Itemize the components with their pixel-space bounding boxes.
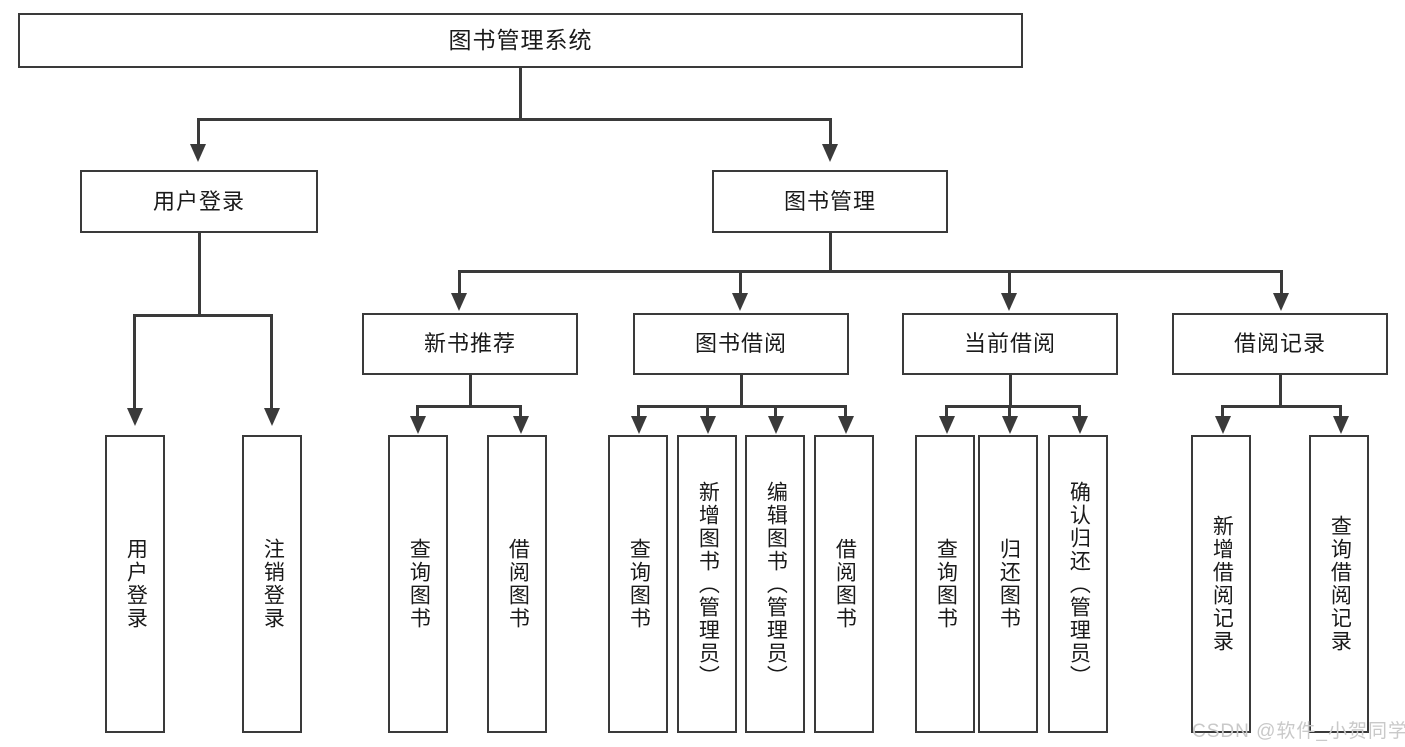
node-new-book-recommend[interactable]: 新书推荐 [362,313,578,375]
node-label: 借阅图书 [833,538,857,630]
leaf-cb-return-book[interactable]: 归还图书 [978,435,1038,733]
connector-br-drop-2 [1339,405,1342,419]
arrowhead-cb-leaf-1 [939,416,955,434]
connector-user-login-bar [133,314,270,317]
arrowhead-bb-leaf-3 [768,416,784,434]
arrowhead-nbr-leaf-2 [513,416,529,434]
connector-to-new-book-recommend [458,270,461,295]
node-label: 确认归还（管理员） [1067,480,1091,688]
leaf-user-login-logout[interactable]: 注销登录 [242,435,302,733]
leaf-bb-add-book-admin[interactable]: 新增图书（管理员） [677,435,737,733]
connector-book-borrow-stem [740,375,743,407]
node-label: 用户登录 [152,188,245,214]
arrowhead-user-login-leaf-2 [264,408,280,426]
connector-cb-drop-1 [945,405,948,419]
connector-br-drop-1 [1221,405,1224,419]
arrowhead-br-leaf-2 [1333,416,1349,434]
connector-cb-drop-3 [1078,405,1081,419]
arrowhead-nbr-leaf-1 [410,416,426,434]
node-book-borrow[interactable]: 图书借阅 [633,313,849,375]
arrowhead-cb-leaf-2 [1002,416,1018,434]
leaf-bb-query-book[interactable]: 查询图书 [608,435,668,733]
arrowhead-user-login-leaf-1 [127,408,143,426]
node-label: 归还图书 [997,538,1021,630]
node-borrow-record[interactable]: 借阅记录 [1172,313,1388,375]
leaf-cb-query-book[interactable]: 查询图书 [915,435,975,733]
connector-user-login-drop-1 [133,314,136,410]
connector-root-bar [197,118,831,121]
arrowhead-bb-leaf-2 [700,416,716,434]
leaf-user-login-login[interactable]: 用户登录 [105,435,165,733]
leaf-br-add-record[interactable]: 新增借阅记录 [1191,435,1251,733]
node-book-management[interactable]: 图书管理 [712,170,948,233]
connector-user-login-drop-2 [270,314,273,410]
connector-borrow-record-bar [1221,405,1341,408]
connector-root-to-user-login [197,118,200,146]
leaf-nbr-borrow-book[interactable]: 借阅图书 [487,435,547,733]
connector-user-login-stem [198,233,201,317]
node-label: 查询图书 [407,538,431,630]
node-label: 当前借阅 [963,331,1056,357]
arrowhead-to-new-book-recommend [451,293,467,311]
node-label: 新增借阅记录 [1210,515,1234,653]
connector-bb-drop-4 [844,405,847,419]
node-label: 编辑图书（管理员） [764,480,788,688]
node-label: 查询图书 [627,538,651,630]
arrowhead-to-user-login [190,144,206,162]
arrowhead-br-leaf-1 [1215,416,1231,434]
connector-bb-drop-3 [774,405,777,419]
node-label: 新增图书（管理员） [696,480,720,688]
connector-level3-bar [458,270,1280,273]
connector-bb-drop-1 [637,405,640,419]
node-current-borrow[interactable]: 当前借阅 [902,313,1118,375]
node-label: 借阅图书 [506,538,530,630]
node-label: 查询图书 [934,538,958,630]
connector-new-book-recommend-stem [469,375,472,407]
connector-book-borrow-bar [637,405,847,408]
node-label: 查询借阅记录 [1328,515,1352,653]
node-root-book-management-system[interactable]: 图书管理系统 [18,13,1023,68]
leaf-bb-edit-book-admin[interactable]: 编辑图书（管理员） [745,435,805,733]
leaf-nbr-query-book[interactable]: 查询图书 [388,435,448,733]
node-label: 注销登录 [261,538,285,630]
connector-current-borrow-stem [1009,375,1012,407]
connector-cb-drop-2 [1008,405,1011,419]
connector-bb-drop-2 [706,405,709,419]
connector-new-book-recommend-bar [416,405,522,408]
connector-current-borrow-bar [945,405,1078,408]
arrowhead-to-book-borrow [732,293,748,311]
connector-book-management-stem [829,233,832,273]
arrowhead-to-borrow-record [1273,293,1289,311]
node-label: 借阅记录 [1233,331,1326,357]
node-label: 新书推荐 [423,331,516,357]
connector-root-to-book-management [829,118,832,146]
connector-borrow-record-stem [1279,375,1282,407]
connector-nbr-drop-2 [519,405,522,419]
leaf-br-query-record[interactable]: 查询借阅记录 [1309,435,1369,733]
arrowhead-to-current-borrow [1001,293,1017,311]
arrowhead-bb-leaf-1 [631,416,647,434]
arrowhead-to-book-management [822,144,838,162]
connector-root-stem [519,68,522,118]
node-label: 图书管理系统 [448,26,593,53]
node-label: 图书管理 [783,188,876,214]
connector-to-borrow-record [1280,270,1283,295]
leaf-bb-borrow-book[interactable]: 借阅图书 [814,435,874,733]
connector-to-book-borrow [739,270,742,295]
arrowhead-cb-leaf-3 [1072,416,1088,434]
node-label: 图书借阅 [694,331,787,357]
leaf-cb-confirm-return-admin[interactable]: 确认归还（管理员） [1048,435,1108,733]
connector-to-current-borrow [1008,270,1011,295]
node-user-login[interactable]: 用户登录 [80,170,318,233]
node-label: 用户登录 [124,538,148,630]
arrowhead-bb-leaf-4 [838,416,854,434]
connector-nbr-drop-1 [416,405,419,419]
